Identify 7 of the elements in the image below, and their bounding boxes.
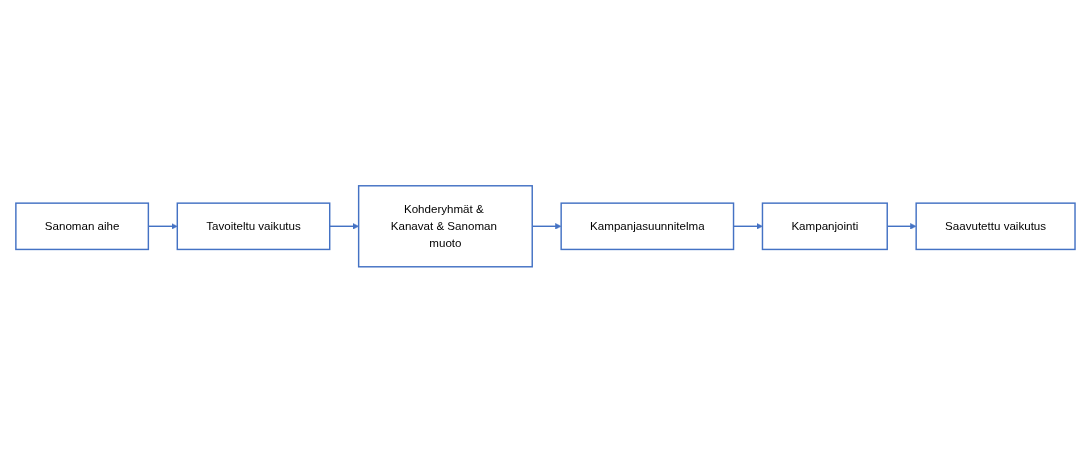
node-box: Kampanjasuunnitelma xyxy=(560,202,735,250)
node-box: Tavoiteltu vaikutus xyxy=(176,202,331,250)
node-box: Kohderyhmät & Kanavat & Sanoman muoto xyxy=(357,184,533,268)
node-box: Sanoman aihe xyxy=(15,202,150,250)
node-box: Saavutettu vaikutus xyxy=(915,202,1076,250)
node-box: Kampanjointi xyxy=(761,202,888,250)
arrow xyxy=(329,222,359,230)
